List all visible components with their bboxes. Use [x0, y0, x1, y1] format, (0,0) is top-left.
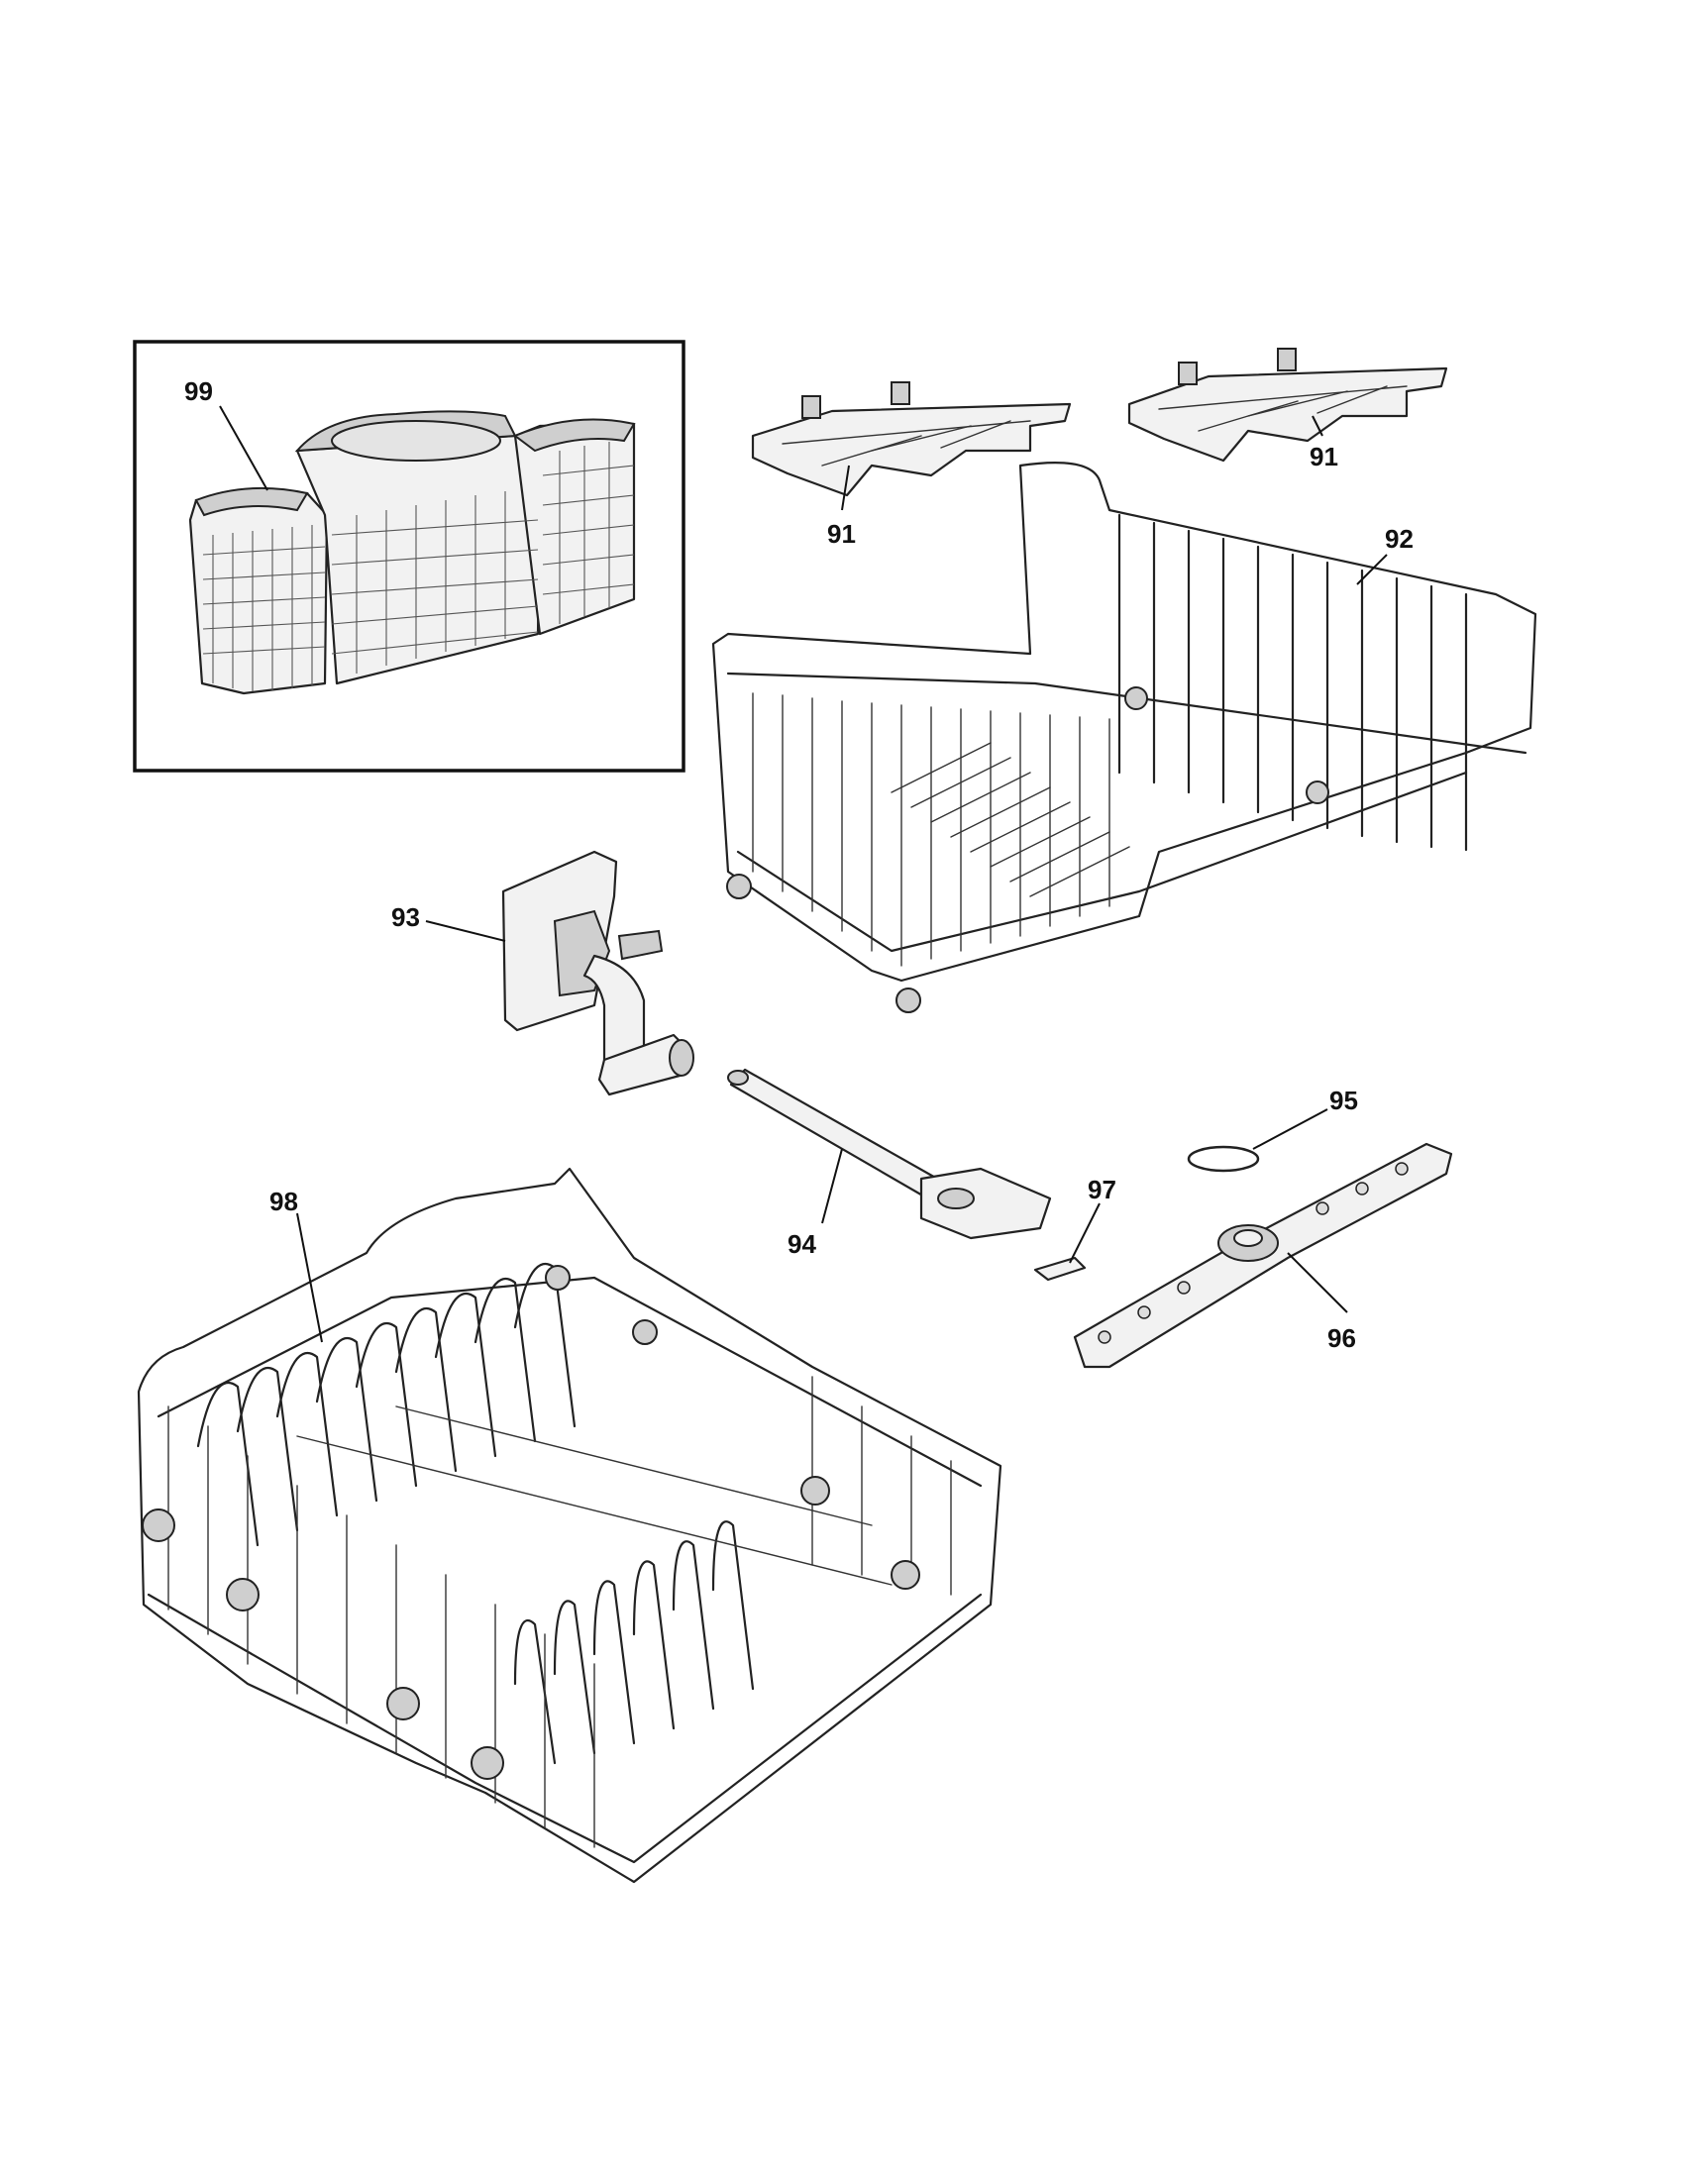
callout-95: 95	[1329, 1086, 1358, 1115]
callout-93: 93	[391, 902, 420, 932]
water-manifold	[501, 850, 694, 1096]
callout-labels: 99 91 91 92 93 94 95 96 97 98	[184, 376, 1414, 1353]
upper-rack	[711, 462, 1537, 1013]
clip	[1033, 1256, 1087, 1282]
lower-rack	[137, 1167, 1002, 1884]
callout-98: 98	[269, 1187, 298, 1216]
rack-shelf-right	[1127, 348, 1448, 463]
inset-frame	[133, 340, 685, 773]
callout-91-right: 91	[1310, 442, 1338, 471]
spray-arm	[1073, 1142, 1453, 1369]
leader-lines	[219, 405, 1388, 1343]
callout-97: 97	[1088, 1175, 1116, 1204]
callout-94: 94	[788, 1229, 816, 1259]
o-ring	[1187, 1145, 1260, 1173]
callout-99: 99	[184, 376, 213, 406]
callout-92: 92	[1385, 524, 1414, 554]
rack-shelf-left	[751, 381, 1072, 497]
spray-tube	[727, 1068, 1052, 1240]
callout-96: 96	[1327, 1323, 1356, 1353]
silverware-basket	[188, 410, 636, 695]
callout-91-left: 91	[827, 519, 856, 549]
